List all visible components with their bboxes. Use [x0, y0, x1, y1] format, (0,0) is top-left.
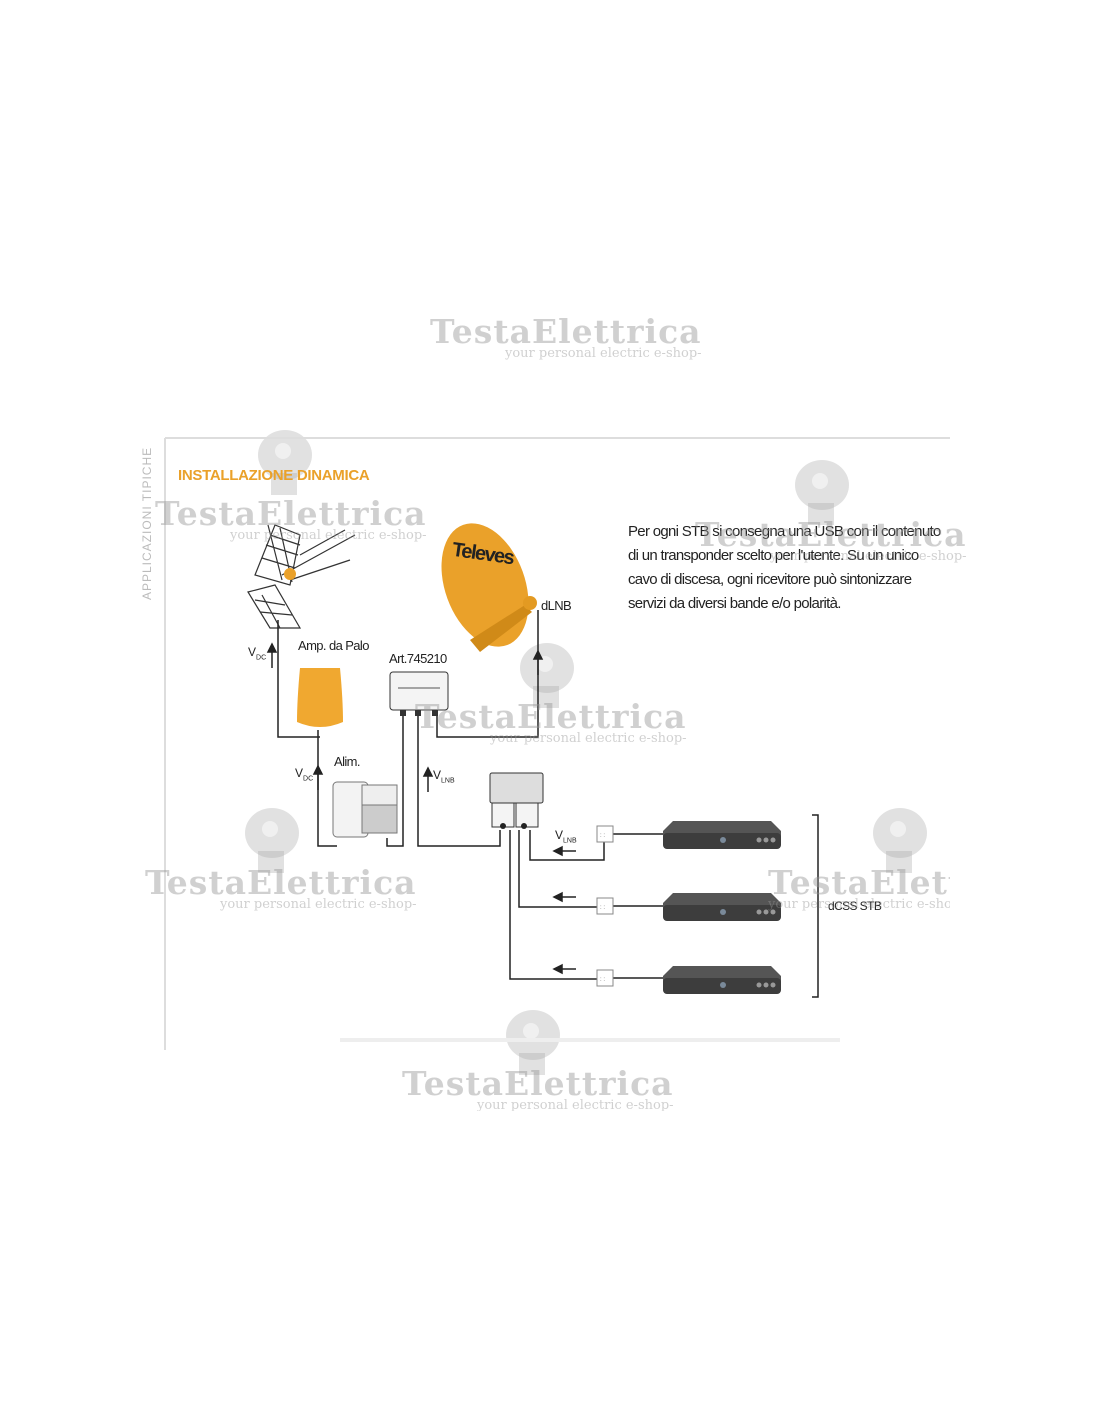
watermark-head-icon	[506, 1010, 560, 1075]
terrestrial-antenna-icon	[247, 524, 356, 629]
description: Per ogni STB si consegna una USB con il …	[628, 520, 941, 616]
alim-label: Alim.	[334, 754, 360, 769]
side-label: APPLICAZIONI TIPICHE	[140, 446, 154, 600]
art-745210-device-icon	[389, 671, 449, 716]
wall-outlet-icon	[596, 969, 614, 987]
wall-outlet-icon	[596, 825, 614, 843]
set-top-box-icon	[663, 966, 781, 994]
watermark-head-icon	[873, 808, 927, 873]
signal-arrows	[266, 642, 576, 975]
description-line: Per ogni STB si consegna una USB con il …	[628, 523, 941, 540]
dlnb-label: dLNB	[541, 598, 572, 613]
cables	[277, 610, 819, 998]
description-line: servizi da diversi bande e/o polarità.	[628, 595, 841, 612]
vdc-label: VDC	[248, 645, 267, 662]
amp-label: Amp. da Palo	[298, 638, 369, 653]
diagram-title: INSTALLAZIONE DINAMICA	[178, 467, 370, 484]
satellite-dish-icon	[441, 523, 537, 652]
wall-outlet-icon	[596, 897, 614, 915]
vlnb-label: VLNB	[555, 828, 577, 845]
set-top-box-icon	[663, 821, 781, 849]
vlnb-label: VLNB	[433, 768, 455, 785]
watermark-head-icon	[258, 430, 312, 495]
power-supply-icon	[332, 781, 398, 838]
mast-amplifier-icon	[297, 668, 343, 727]
stb-group-label: dCSS STB	[828, 899, 882, 913]
description-line: cavo di discesa, ogni ricevitore può sin…	[628, 571, 912, 588]
multiswitch-icon	[489, 772, 544, 829]
article-label: Art.745210	[389, 651, 447, 666]
description-line: di un transponder scelto per l'utente. S…	[628, 547, 919, 564]
set-top-box-icon	[663, 893, 781, 921]
vdc-label: VDC	[295, 766, 314, 783]
